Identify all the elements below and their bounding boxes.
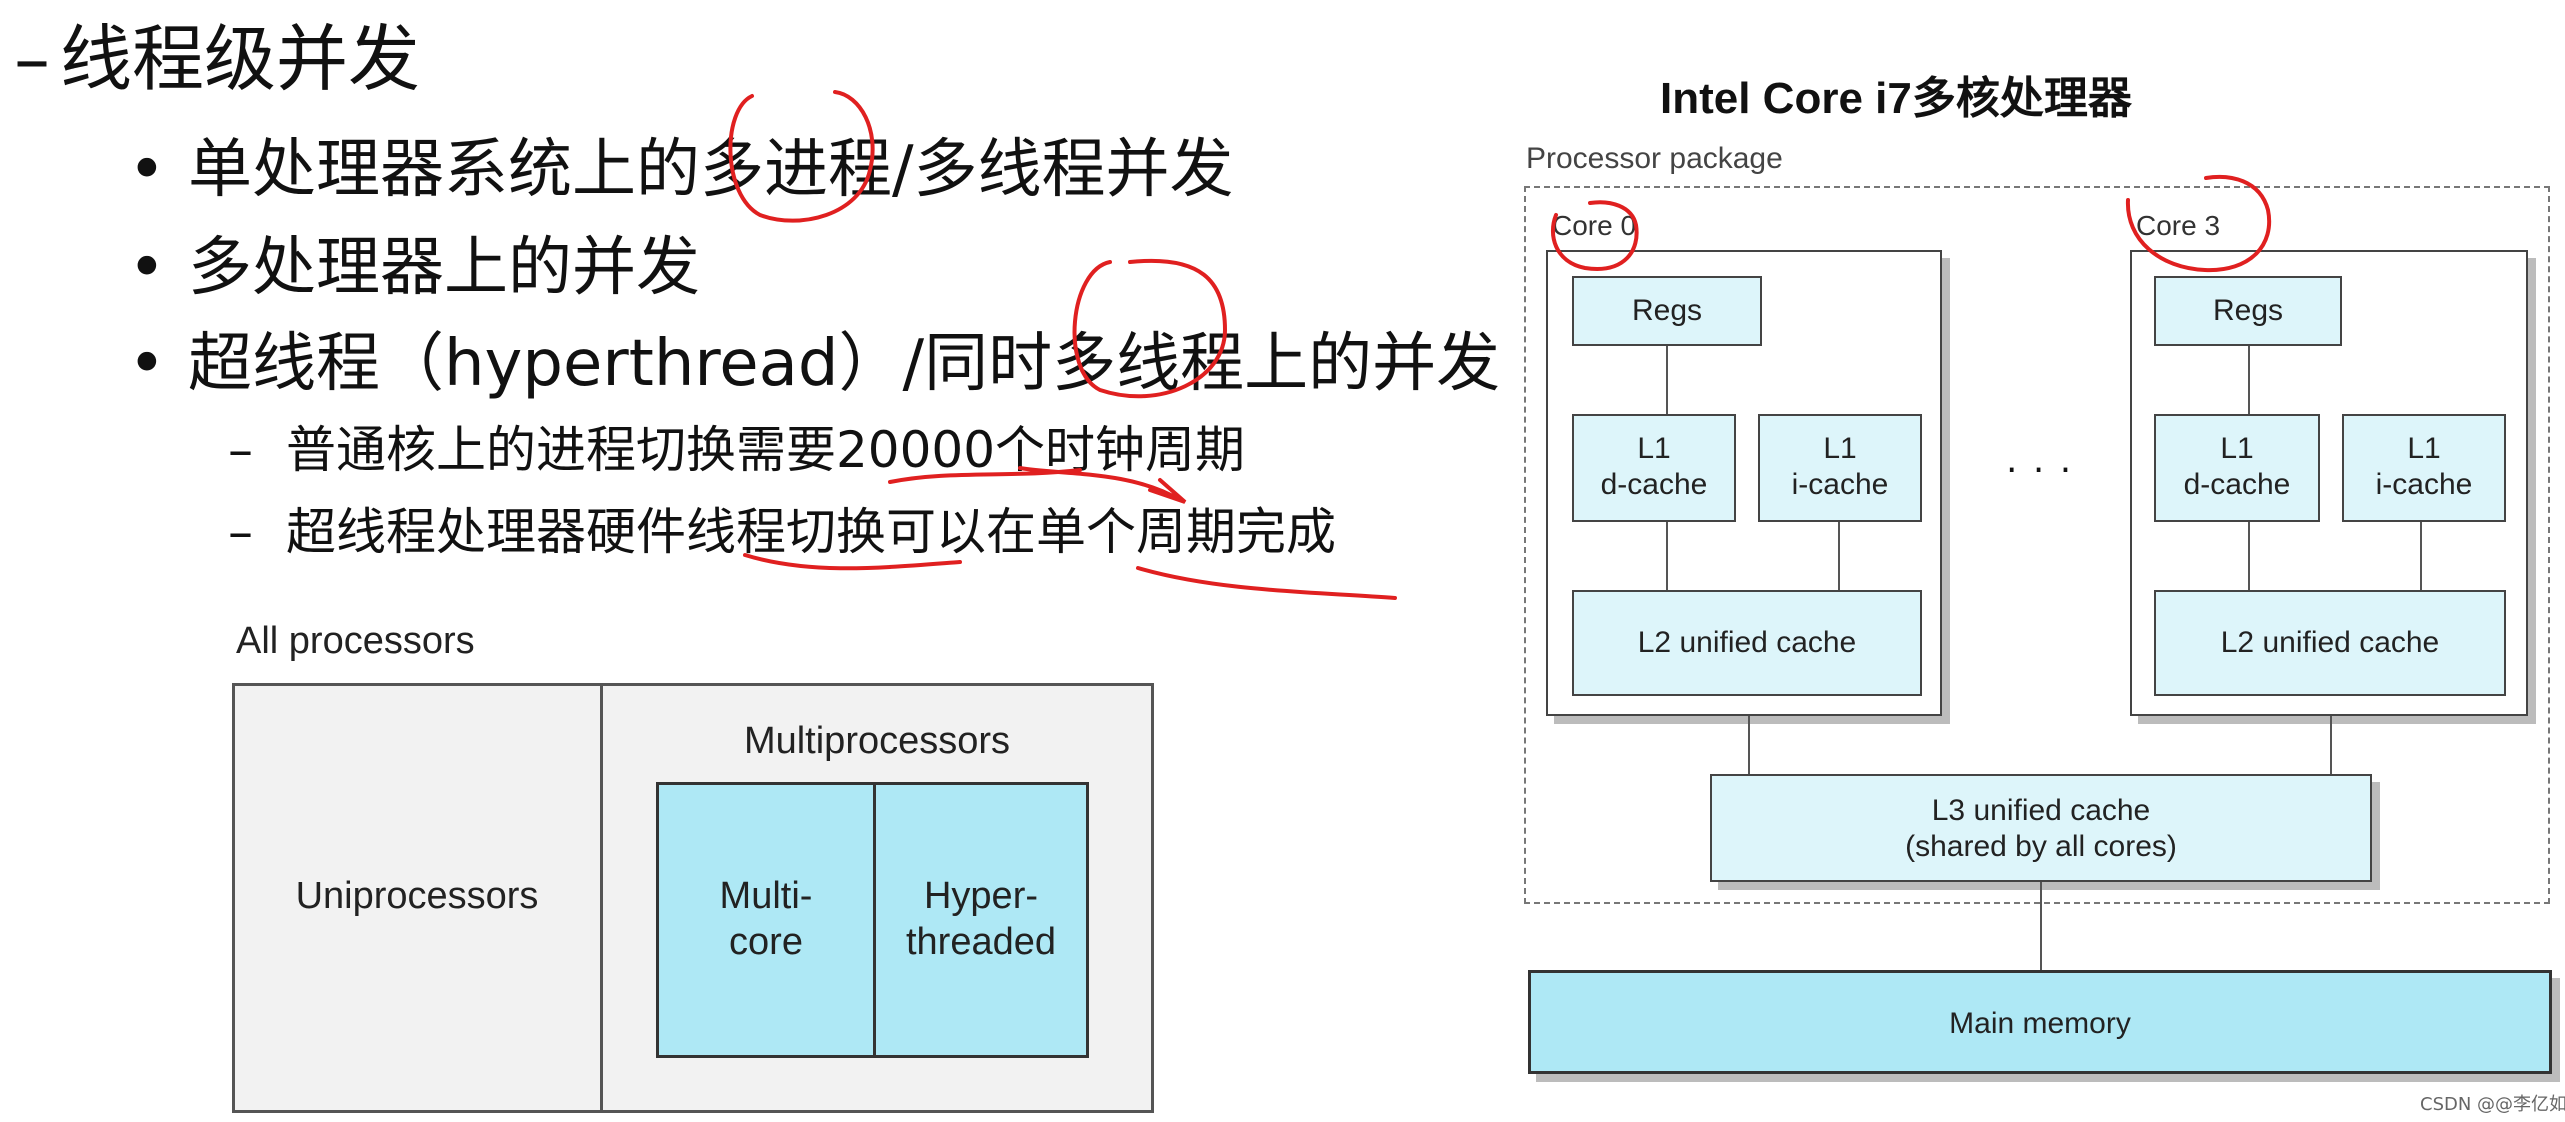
l1d-line2: d-cache [2183, 468, 2291, 501]
hyperthreaded-label-line2: threaded [905, 921, 1056, 963]
core-0-l1-icache: L1 i-cache [1758, 414, 1922, 522]
connector [1666, 520, 1668, 592]
multicore-box [656, 782, 876, 1058]
subbullet-text: 超线程处理器硬件线程切换可以在单个周期完成 [286, 503, 1336, 561]
bullet-item-1: • 单处理器系统上的多进程/多线程并发 [128, 118, 1234, 210]
cores-ellipsis: · · · [2006, 450, 2074, 491]
processor-title: Intel Core i7多核处理器 [1660, 74, 2132, 123]
subbullet-text: 普通核上的进程切换需要20000个时钟周期 [286, 421, 1246, 479]
connector [1666, 344, 1668, 416]
subbullet-dash: – [228, 421, 253, 479]
annotation-circle [728, 90, 875, 223]
bullet-text: 超线程（hyperthread）/同时多线程上的并发 [188, 327, 1501, 401]
l3-line1: L3 unified cache [1931, 794, 2151, 827]
l3-line2: (shared by all cores) [1905, 830, 2177, 863]
connector [2330, 716, 2332, 776]
processor-package-box [1524, 186, 2550, 904]
bullet-dot: • [128, 133, 166, 207]
bullet-item-2: • 多处理器上的并发 [128, 216, 700, 308]
core-3-regs: Regs [2154, 276, 2342, 346]
bullet-item-3: • 超线程（hyperthread）/同时多线程上的并发 [128, 312, 1500, 404]
annotation-circle [2125, 174, 2272, 273]
connector [1748, 716, 1750, 776]
annotation-circle [1072, 258, 1228, 399]
l1i-line2: i-cache [2375, 468, 2473, 501]
uniprocessors-label: Uniprocessors [295, 875, 539, 917]
slide-heading: –线程级并发 [14, 0, 420, 105]
subbullet-dash: – [228, 503, 253, 561]
bullet-text: 多处理器上的并发 [188, 231, 700, 305]
connector [2040, 882, 2042, 974]
subbullet-item-2: –超线程处理器硬件线程切换可以在单个周期完成 [228, 492, 1336, 564]
l3-cache: L3 unified cache (shared by all cores) [1710, 774, 2372, 882]
watermark: CSDN @@李亿如 [2420, 1094, 2565, 1115]
connector [2248, 344, 2250, 416]
connector [1838, 520, 1840, 592]
core-0-l2-cache: L2 unified cache [1572, 590, 1922, 696]
main-memory-label: Main memory [1949, 1007, 2131, 1040]
multiprocessors-label: Multiprocessors [743, 720, 1011, 762]
connector [2420, 520, 2422, 592]
l1d-line2: d-cache [1600, 468, 1708, 501]
hyperthreaded-label-line1: Hyper- [923, 875, 1039, 917]
core-0-label: Core 0 [1552, 210, 1637, 241]
annotation-underline [743, 553, 962, 571]
processor-package-label: Processor package [1526, 142, 1783, 175]
regs-label: Regs [2212, 294, 2284, 327]
annotation-underline [1136, 566, 1397, 600]
regs-label: Regs [1631, 294, 1703, 327]
heading-dash: – [14, 17, 50, 101]
multicore-label-line2: core [729, 921, 803, 963]
all-processors-label: All processors [236, 620, 475, 662]
bullet-dot: • [128, 231, 166, 305]
l1i-line2: i-cache [1791, 468, 1889, 501]
connector [2248, 520, 2250, 592]
hyperthreaded-box [873, 782, 1089, 1058]
core-0-l1-dcache: L1 d-cache [1572, 414, 1736, 522]
multicore-label-line1: Multi- [719, 875, 813, 917]
l1i-line1: L1 [2407, 432, 2441, 465]
main-memory: Main memory [1528, 970, 2552, 1074]
core-3-label: Core 3 [2136, 210, 2221, 241]
l1d-line1: L1 [2220, 432, 2254, 465]
core-0-regs: Regs [1572, 276, 1762, 346]
bullet-dot: • [128, 327, 166, 401]
core-3-l1-dcache: L1 d-cache [2154, 414, 2320, 522]
l2-label: L2 unified cache [1637, 626, 1857, 659]
l1i-line1: L1 [1823, 432, 1857, 465]
annotation-circle [1550, 200, 1639, 271]
core-3-l2-cache: L2 unified cache [2154, 590, 2506, 696]
l2-label: L2 unified cache [2220, 626, 2440, 659]
annotation-arrow [1018, 466, 1187, 504]
heading-text: 线程级并发 [60, 17, 421, 101]
bullet-text: 单处理器系统上的多进程/多线程并发 [188, 133, 1234, 207]
l1d-line1: L1 [1637, 432, 1671, 465]
core-3-l1-icache: L1 i-cache [2342, 414, 2506, 522]
subbullet-item-1: –普通核上的进程切换需要20000个时钟周期 [228, 410, 1245, 482]
